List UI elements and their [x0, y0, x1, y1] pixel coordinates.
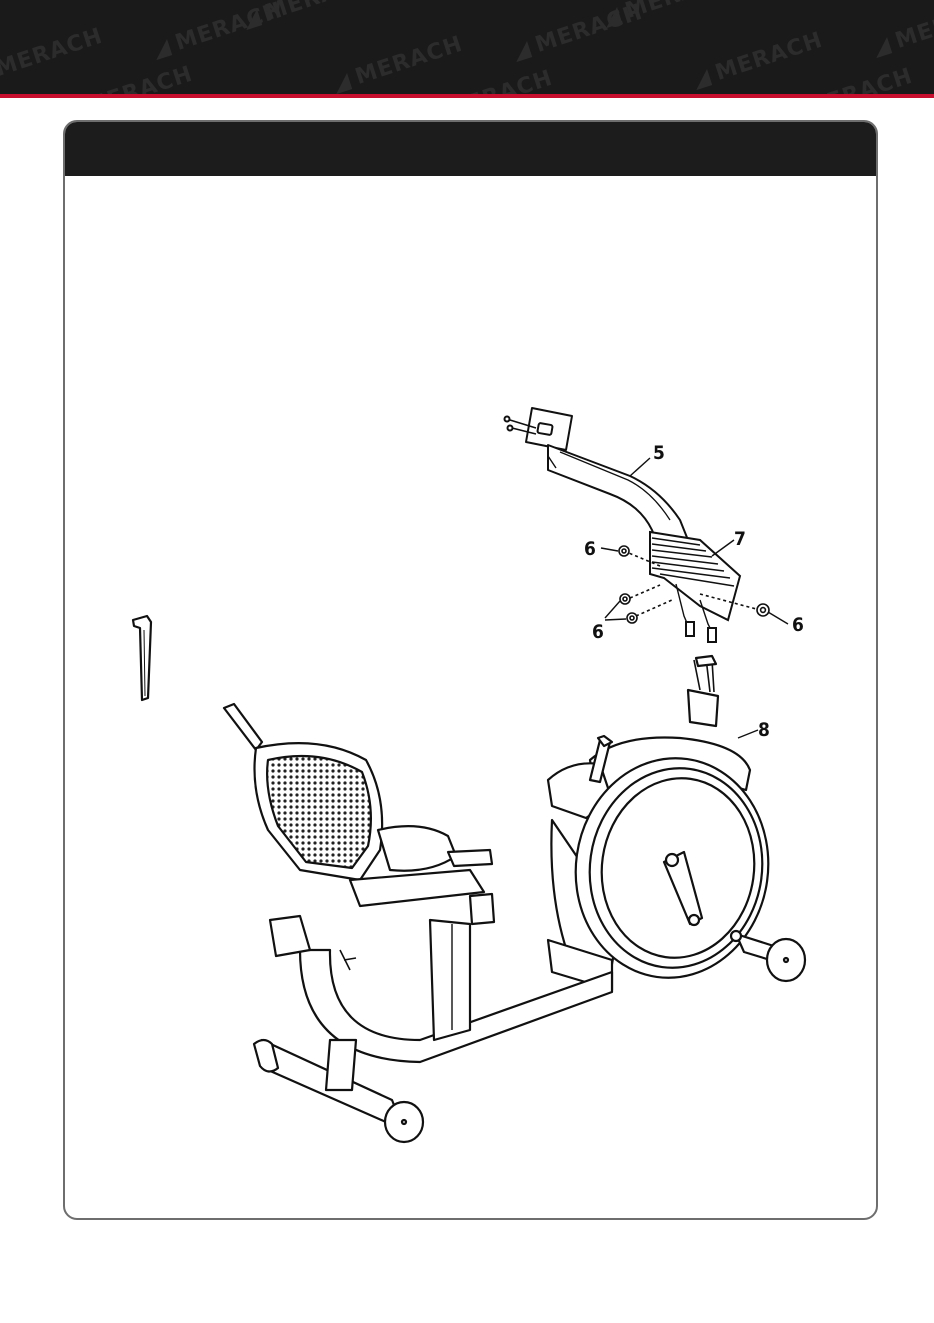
allen-key-icon	[133, 616, 151, 700]
callout-part-7: 7	[734, 528, 746, 550]
callout-part-6-left-bottom: 6	[592, 621, 604, 643]
upright-shroud	[650, 532, 740, 642]
callout-part-6-left-top: 6	[584, 538, 596, 560]
callout-part-6-right: 6	[792, 614, 804, 636]
callout-part-5: 5	[653, 442, 665, 464]
callout-part-8: 8	[758, 719, 770, 741]
